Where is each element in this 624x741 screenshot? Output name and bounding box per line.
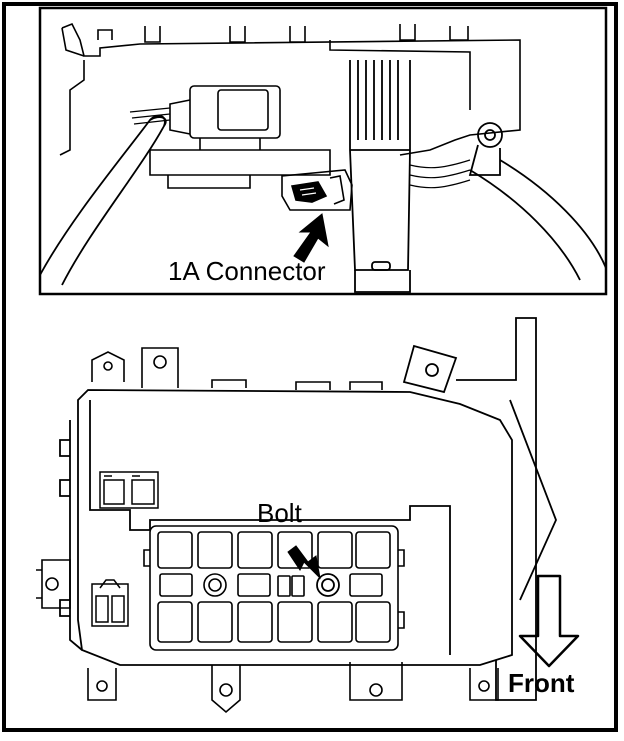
bolt-label: Bolt [257, 498, 303, 528]
fuse-box-body [59, 389, 513, 666]
fuse-box-panel: Bolt Front [36, 317, 580, 714]
bolt-pointer-arrow [287, 545, 321, 580]
relay-bracket [149, 85, 331, 189]
connector-label: 1A Connector [168, 256, 326, 286]
small-connector-left [91, 579, 129, 627]
wire-bundle [129, 107, 471, 189]
small-connector-top [99, 471, 159, 509]
bolt-left [203, 573, 227, 597]
fuse-box-tabs [91, 347, 383, 390]
top-panel-frame [38, 6, 608, 296]
harness-tube-left [39, 114, 167, 286]
dashboard-housing [59, 22, 521, 156]
mount-bracket [402, 317, 557, 701]
bolt-right [316, 573, 340, 597]
connector-pointer-arrow [293, 213, 329, 263]
fuse-block [143, 525, 405, 651]
column-bracket [349, 60, 411, 293]
harness-tube-right [468, 122, 607, 281]
front-arrow-icon [518, 574, 580, 668]
1a-connector-part [281, 169, 353, 211]
outer-frame [2, 2, 618, 732]
bottom-mount-ears [87, 662, 499, 714]
front-label: Front [508, 668, 575, 698]
left-mount-ear [36, 559, 71, 609]
top-panel: 1A Connector [38, 6, 608, 296]
